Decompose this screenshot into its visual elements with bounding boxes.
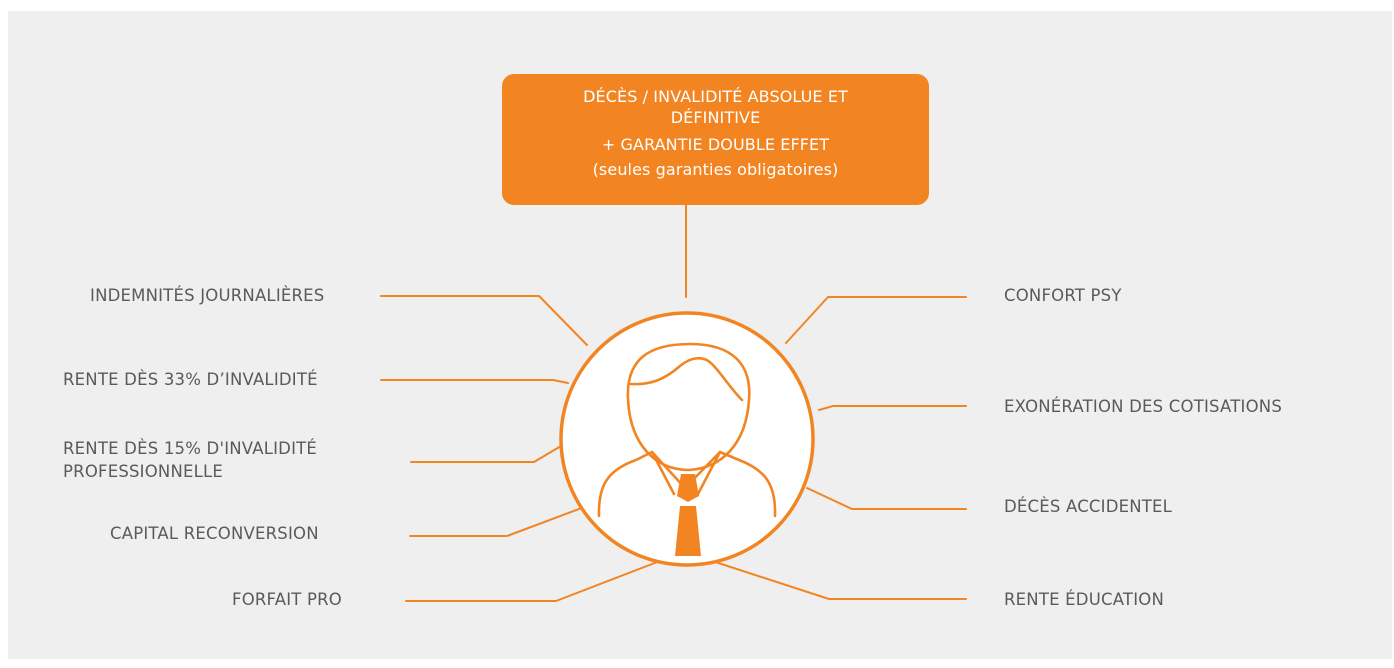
right-label-deces-accidentel: DÉCÈS ACCIDENTEL [1004,497,1173,516]
connector-left-1 [380,295,588,346]
connector-right-2 [818,405,967,411]
person-circle [559,311,815,567]
connector-left-3 [410,445,562,463]
left-label-forfait-pro: FORFAIT PRO [232,590,342,609]
central-box-line-2: DÉFINITIVE [670,108,761,127]
right-label-rente-education: RENTE ÉDUCATION [1004,590,1164,609]
left-label-capital-reconversion: CAPITAL RECONVERSION [110,524,319,543]
person-with-tie-icon [597,342,777,518]
central-guarantee-box: DÉCÈS / INVALIDITÉ ABSOLUE ET DÉFINITIVE… [502,74,929,205]
central-box-line-1: DÉCÈS / INVALIDITÉ ABSOLUE ET [583,87,848,106]
left-label-rente-33: RENTE DÈS 33% D’INVALIDITÉ [63,370,318,389]
central-box-line-4: (seules garanties obligatoires) [592,160,839,179]
connector-right-4 [699,556,967,600]
right-label-confort-psy: CONFORT PSY [1004,286,1122,305]
connector-right-3 [806,487,967,510]
connector-left-4 [409,505,588,537]
central-box-line-3: + GARANTIE DOUBLE EFFET [601,135,830,154]
connector-right-1 [785,296,967,344]
connector-left-2 [380,379,569,384]
left-label-rente-15: RENTE DÈS 15% D'INVALIDITÉ PROFESSIONNEL… [63,439,318,481]
right-label-exoneration: EXONÉRATION DES COTISATIONS [1004,397,1282,416]
tie-icon [675,474,701,556]
connector-left-5 [405,555,674,602]
left-label-indemnites: INDEMNITÉS JOURNALIÈRES [90,286,325,305]
